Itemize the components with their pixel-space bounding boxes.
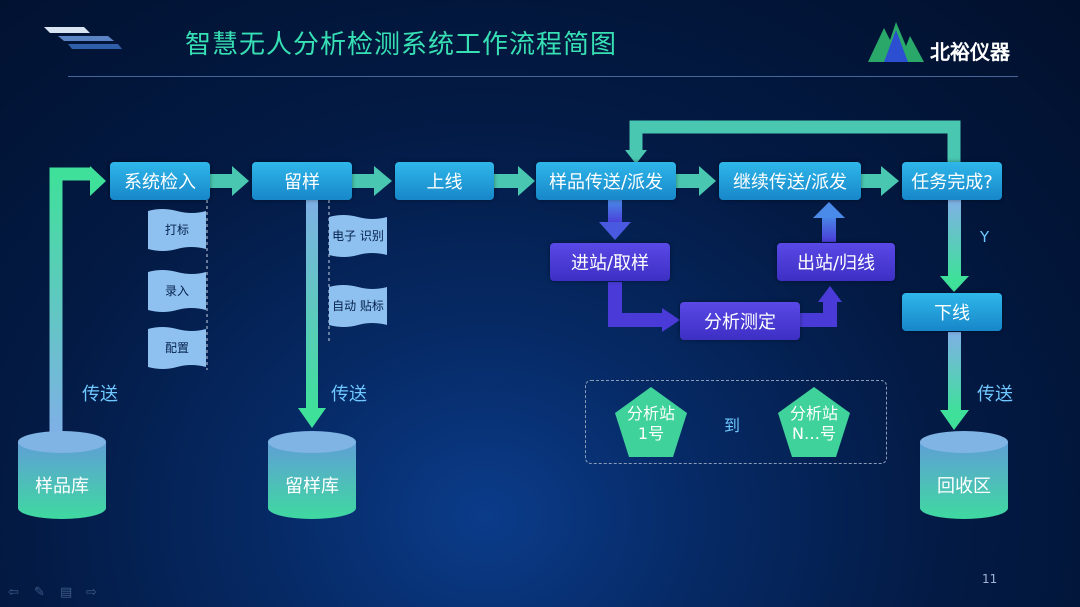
label-send-2: 传送 [331, 384, 367, 405]
company-logo-text: 北裕仪器 [930, 40, 1010, 64]
node-online: 上线 [395, 162, 494, 200]
node-task-done: 任务完成? [902, 162, 1002, 200]
flag-enter: 录入 [148, 270, 206, 312]
page-title: 智慧无人分析检测系统工作流程简图 [185, 30, 618, 60]
node-exit-station: 出站/归线 [777, 243, 895, 281]
label-send-3: 传送 [977, 384, 1013, 405]
store-sample: 样品库 [17, 430, 107, 520]
stations-group [585, 380, 887, 464]
label-yes: Y [980, 228, 990, 246]
node-enter-station: 进站/取样 [550, 243, 670, 281]
station-first: 分析站 1号 [614, 386, 688, 458]
store-retain: 留样库 [267, 430, 357, 520]
arrow-loop-back [629, 120, 961, 162]
page-number: 11 [982, 572, 998, 586]
header-divider [68, 76, 1018, 77]
company-logo-icon [868, 22, 924, 62]
flag-print-label: 打标 [148, 209, 206, 251]
store-recycle: 回收区 [919, 430, 1009, 520]
node-analysis: 分析测定 [680, 302, 800, 340]
station-last: 分析站 N…号 [777, 386, 851, 458]
node-retain: 留样 [252, 162, 352, 200]
menu-icon[interactable]: ▤ [60, 585, 73, 600]
flag-e-identify: 电子 识别 [329, 215, 387, 257]
node-continue-transfer: 继续传送/派发 [719, 162, 861, 200]
next-slide-icon[interactable]: ⇨ [86, 585, 97, 600]
node-offline: 下线 [902, 293, 1002, 331]
label-to: 到 [724, 416, 741, 435]
node-check-in: 系统检入 [110, 162, 210, 200]
prev-slide-icon[interactable]: ⇦ [8, 585, 19, 600]
header-stripes-decoration [44, 27, 122, 49]
node-transfer: 样品传送/派发 [536, 162, 676, 200]
label-send-1: 传送 [82, 384, 118, 405]
flag-config: 配置 [148, 327, 206, 369]
arrow-store-to-checkin [49, 167, 92, 432]
flag-auto-label: 自动 贴标 [329, 285, 387, 327]
pen-icon[interactable]: ✎ [34, 585, 45, 600]
